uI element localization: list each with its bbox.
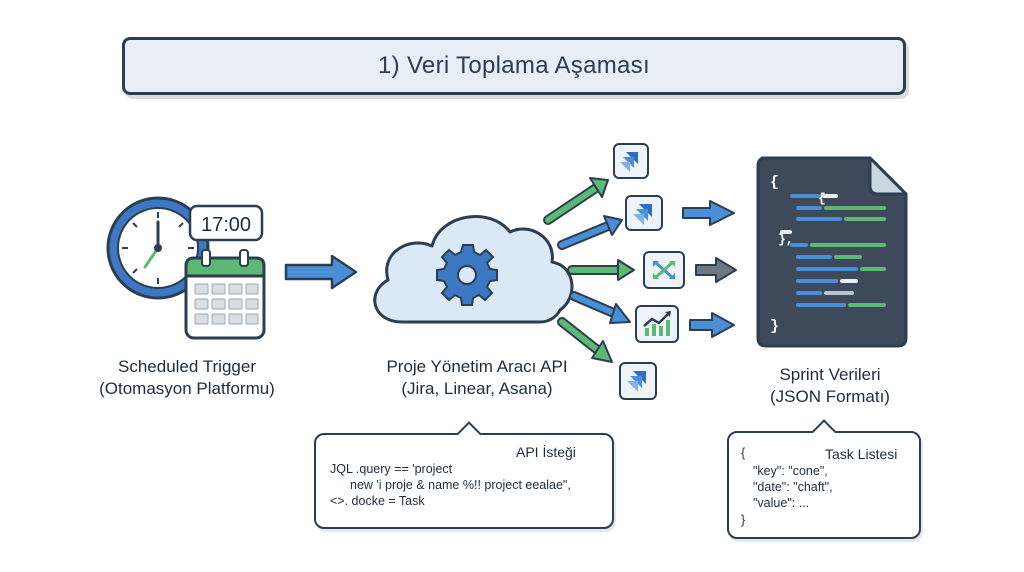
- api-request-line: JQL .query == 'project: [330, 462, 453, 476]
- task-list-title: Task Listesi: [825, 446, 898, 462]
- api-request-line: <>. docke = Task: [330, 494, 425, 508]
- svg-text:},: },: [778, 232, 794, 247]
- arrow-api-to-jira-second: [557, 215, 623, 250]
- jira-icon: [619, 362, 657, 400]
- task-list-line: "key": "cone",: [753, 464, 828, 478]
- arrow-to-json-middle: [695, 257, 737, 283]
- arrow-to-json-bottom: [689, 312, 735, 338]
- svg-text:17:00: 17:00: [201, 214, 251, 236]
- trigger-caption: Scheduled Trigger (Otomasyon Platformu): [99, 357, 275, 398]
- arrow-trigger-to-api: [284, 254, 358, 290]
- svg-text:{: {: [818, 191, 826, 206]
- arrow-api-to-chart: [569, 291, 631, 324]
- api-request-bubble: API İsteği JQL .query == 'project new 'i…: [314, 421, 614, 529]
- arrow-to-json-top: [682, 200, 735, 226]
- task-list-line: {: [741, 446, 746, 460]
- gear-icon: [436, 244, 498, 306]
- arrow-api-to-jira-top: [543, 177, 609, 225]
- svg-text:}: }: [770, 318, 779, 335]
- jira-icon: [625, 195, 663, 231]
- json-document-icon: { } }, {: [756, 156, 908, 348]
- task-list-line: "value": ...: [753, 496, 810, 510]
- task-list-bubble: Task Listesi { "key": "cone", "date": "c…: [727, 419, 921, 539]
- clock-time-badge: 17:00: [188, 204, 264, 242]
- calendar-icon: [184, 249, 266, 340]
- output-caption: Sprint Verileri (JSON Formatı): [770, 365, 890, 406]
- api-request-line: new 'i proje & name %!! project eealae",: [350, 478, 571, 492]
- api-request-title: API İsteği: [516, 444, 576, 460]
- stage-title: 1) Veri Toplama Aşaması: [122, 37, 906, 95]
- arrow-api-to-jira-bottom: [557, 317, 613, 363]
- task-list-line: }: [741, 513, 746, 527]
- svg-text:{: {: [770, 174, 779, 191]
- arrow-api-to-linear: [567, 259, 635, 281]
- linear-icon: [643, 251, 685, 289]
- api-caption: Proje Yönetim Aracı API (Jira, Linear, A…: [386, 357, 568, 398]
- jira-icon: [613, 143, 649, 179]
- chart-icon: [635, 305, 679, 343]
- task-list-line: "date": "chaft",: [753, 480, 833, 494]
- clock-icon: [106, 196, 210, 300]
